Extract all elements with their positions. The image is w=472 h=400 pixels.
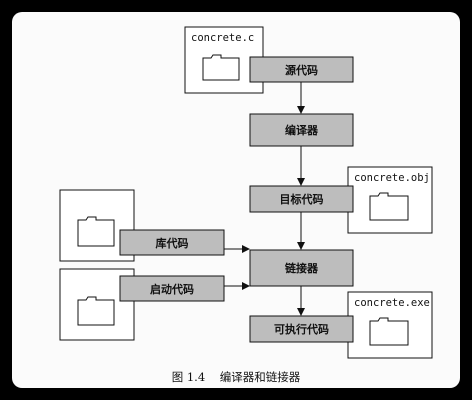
compiler-label: 编译器 bbox=[285, 123, 319, 137]
object-file-label: concrete.obj bbox=[354, 172, 430, 184]
folder-icon bbox=[369, 317, 409, 346]
object-code-label: 目标代码 bbox=[280, 192, 324, 206]
source-file-label: concrete.c bbox=[191, 32, 254, 44]
source-code-stage: 源代码 bbox=[249, 56, 354, 83]
source-code-label: 源代码 bbox=[285, 63, 318, 77]
object-code-stage: 目标代码 bbox=[249, 185, 354, 213]
executable-code-label: 可执行代码 bbox=[274, 322, 329, 336]
linker-label: 链接器 bbox=[285, 261, 319, 275]
folder-icon bbox=[369, 192, 409, 221]
compiler-stage: 编译器 bbox=[249, 113, 354, 147]
executable-code-stage: 可执行代码 bbox=[249, 315, 354, 343]
executable-file-node: concrete.exe bbox=[347, 291, 433, 359]
folder-icon bbox=[77, 296, 115, 326]
folder-icon bbox=[202, 54, 240, 81]
startup-code-label: 启动代码 bbox=[150, 282, 194, 296]
folder-icon bbox=[77, 216, 115, 247]
figure-caption: 图 1.4 编译器和链接器 bbox=[172, 370, 301, 384]
object-file-node: concrete.obj bbox=[347, 166, 433, 234]
linker-stage: 链接器 bbox=[249, 249, 354, 287]
library-code-label: 库代码 bbox=[156, 236, 189, 250]
executable-file-label: concrete.exe bbox=[354, 297, 430, 309]
startup-code-stage: 启动代码 bbox=[119, 275, 225, 302]
library-code-stage: 库代码 bbox=[119, 229, 225, 256]
